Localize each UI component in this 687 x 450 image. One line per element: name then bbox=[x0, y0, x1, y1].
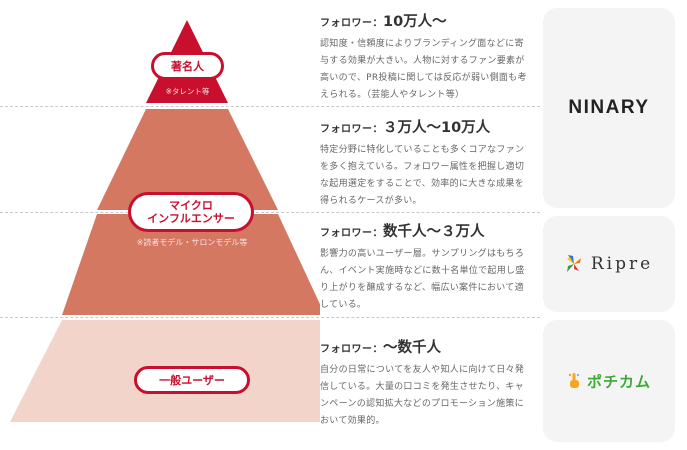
ninary-logo: NINARY bbox=[568, 97, 650, 118]
pill-celebrity: 著名人 bbox=[151, 52, 224, 80]
description-text-3: 影響力の高いユーザー層。サンプリングはもちろん、イベント実施時などに数十名単位で… bbox=[320, 249, 525, 310]
pinwheel-icon bbox=[566, 255, 581, 272]
pill-micro-influencer: マイクロ インフルエンサー bbox=[128, 192, 254, 232]
divider-3 bbox=[0, 317, 540, 318]
pochikamu-logo: ポチカム bbox=[586, 372, 651, 391]
logo-card-ripre: Ripre bbox=[543, 216, 675, 312]
micro-sublabel: ※読者モデル・サロンモデル等 bbox=[136, 238, 248, 247]
follower-range-4: フォロワー：〜数千人 bbox=[320, 340, 441, 356]
tier-micro-lower-shape bbox=[62, 214, 320, 315]
description-text-2: 特定分野に特化していることも多くコアなファンを多く抱えている。フォロワー属性を把… bbox=[320, 145, 525, 206]
divider-1 bbox=[0, 106, 540, 107]
description-text-1: 認知度・信頼度によりブランディング面などに寄与する効果が大きい。人物に対するファ… bbox=[320, 39, 527, 100]
tier-description-4: フォロワー：〜数千人 自分の日常についてを友人や知人に向けて日々発信している。大… bbox=[320, 336, 530, 430]
logo-card-pochikamu: ポチカム bbox=[543, 320, 675, 442]
celebrity-sublabel: ※タレント等 bbox=[165, 87, 210, 96]
tier-description-3: フォロワー：数千人〜３万人 影響力の高いユーザー層。サンプリングはもちろん、イベ… bbox=[320, 220, 530, 314]
pill-general-label: 一般ユーザー bbox=[159, 373, 225, 387]
follower-range-3: フォロワー：数千人〜３万人 bbox=[320, 224, 485, 240]
logo-card-ninary: NINARY bbox=[543, 8, 675, 208]
tier-description-1: フォロワー：10万人〜 認知度・信頼度によりブランディング面などに寄与する効果が… bbox=[320, 10, 530, 104]
tier-micro-upper-shape bbox=[97, 109, 278, 210]
tier-description-2: フォロワー：３万人〜10万人 特定分野に特化していることも多くコアなファンを多く… bbox=[320, 116, 530, 210]
description-text-4: 自分の日常についてを友人や知人に向けて日々発信している。大量の口コミを発生させた… bbox=[320, 365, 525, 426]
pill-celebrity-label: 著名人 bbox=[171, 59, 204, 73]
pill-micro-line2: インフルエンサー bbox=[147, 212, 235, 225]
pill-general-user: 一般ユーザー bbox=[134, 366, 250, 394]
pill-micro-line1: マイクロ bbox=[169, 199, 213, 212]
follower-range-1: フォロワー：10万人〜 bbox=[320, 14, 447, 30]
follower-range-2: フォロワー：３万人〜10万人 bbox=[320, 120, 491, 136]
tap-hand-icon bbox=[568, 373, 580, 388]
ripre-logo: Ripre bbox=[590, 254, 654, 274]
divider-2 bbox=[0, 212, 540, 213]
